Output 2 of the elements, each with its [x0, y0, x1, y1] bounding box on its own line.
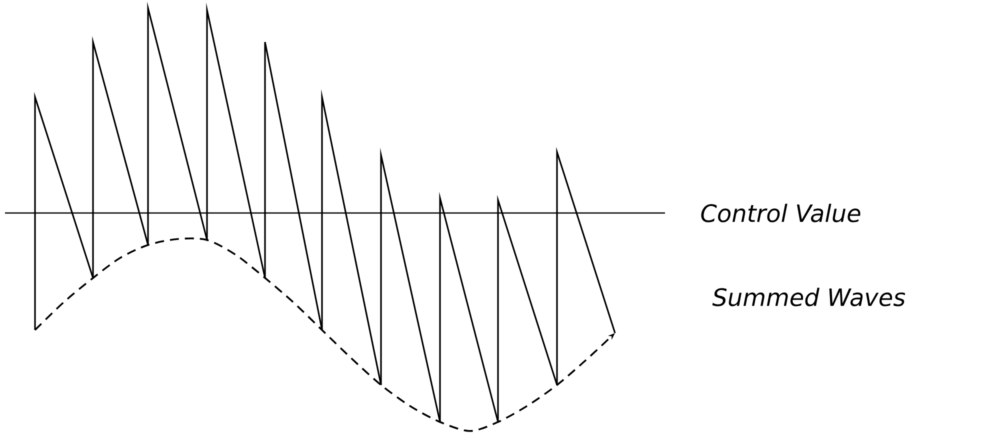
line-label: Control Value — [701, 204, 860, 222]
line-label: Summed Waves — [712, 288, 906, 306]
